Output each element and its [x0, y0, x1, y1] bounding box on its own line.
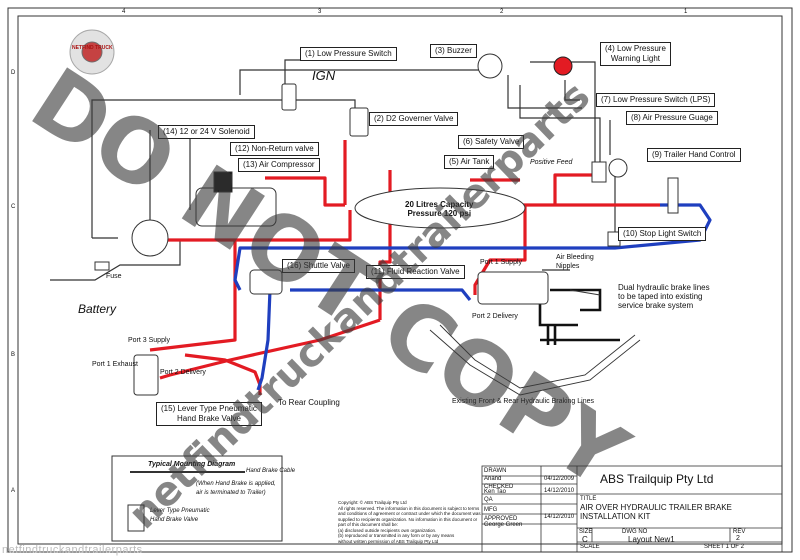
hydraulic-lines	[233, 203, 712, 391]
col-mark: 1	[684, 9, 688, 15]
label-safety-valve: (6) Safety Valve	[458, 135, 525, 149]
port2-delivery-text: Port 2 Delivery	[160, 369, 206, 376]
label-pressure-gauge: (8) Air Pressure Guage	[626, 111, 718, 125]
row-mark: C	[11, 204, 16, 210]
port2-delivery-top-text: Port 2 Delivery	[472, 313, 518, 320]
label-non-return-valve: (12) Non-Return valve	[230, 142, 319, 156]
inner-border	[17, 15, 783, 545]
port1-supply-text: Port 1 Supply	[480, 259, 523, 266]
label-lps: (7) Low Pressure Switch (LPS)	[596, 93, 716, 107]
row-mark: A	[11, 488, 16, 494]
existing-lines-text: Existing Front & Rear Hydraulic Braking …	[452, 398, 595, 405]
mounting-valve	[127, 504, 145, 532]
watermark-bottom: netfindtruckandtrailerparts	[2, 544, 143, 556]
pressure-gauge-dial	[608, 158, 628, 178]
logo-seal	[69, 29, 115, 75]
label-shuttle-valve: (16) Shuttle Valve	[282, 259, 355, 273]
approved-label: APPROVED	[484, 516, 518, 522]
approved-by: George Green	[484, 522, 523, 528]
drawn-by: Anand	[484, 476, 502, 482]
governer-valve-body	[349, 107, 369, 137]
sheet-number: SHEET 1 OF 2	[704, 544, 744, 550]
label-air-tank: (5) Air Tank	[444, 155, 495, 169]
buzzer-body	[477, 53, 503, 79]
dwg-label: DWG NO	[622, 529, 648, 535]
rev-label: REV	[733, 529, 746, 535]
approved-date: 14/12/2010	[544, 514, 575, 520]
copyright-text: Copyright: © ABS Trailquip Pty Ltd All r…	[338, 500, 481, 544]
fuse-body	[94, 261, 110, 271]
row-mark: D	[11, 70, 16, 76]
warning-light-lamp	[553, 56, 573, 76]
battery-text: Battery	[78, 302, 117, 316]
label-stop-light-switch: (10) Stop Light Switch	[618, 227, 707, 241]
label-low-pressure-switch: (1) Low Pressure Switch	[300, 47, 397, 61]
col-mark: 4	[122, 9, 126, 15]
label-hand-control: (9) Trailer Hand Control	[647, 148, 741, 162]
label-buzzer: (3) Buzzer	[430, 44, 477, 58]
label-solenoid: (14) 12 or 24 V Solenoid	[158, 125, 255, 139]
air-tank-body	[354, 187, 526, 229]
hand-brake-valve-body	[133, 354, 159, 396]
logo-text: NETFIND TRUCK	[72, 45, 113, 51]
size-value: C	[582, 535, 588, 544]
brake-lines	[538, 288, 620, 345]
drawing-title: AIR OVER HYDRAULIC TRAILER BRAKE INSTALL…	[580, 503, 732, 521]
lever-valve-text: Lever Type Pneumatic Hand Brake Valve	[150, 508, 210, 523]
ign-text: IGN	[312, 68, 336, 83]
low-pressure-switch-body	[281, 83, 297, 111]
checked-label: CHECKED	[484, 484, 514, 490]
air-bleeding-text: Air Bleeding Nipples	[556, 254, 594, 270]
size-label: SIZE	[579, 529, 593, 535]
col-mark: 2	[500, 9, 504, 15]
label-warning-light: (4) Low Pressure Warning Light	[600, 42, 671, 66]
fluid-reaction-valve-body	[477, 271, 549, 305]
port3-supply-text: Port 3 Supply	[128, 337, 171, 344]
tank-capacity-text: 20 Litres Capacity Pressure 120 psi	[405, 200, 474, 218]
port1-exhaust-text: Port 1 Exhaust	[92, 361, 138, 368]
company-name: ABS Trailquip Pty Ltd	[600, 472, 714, 486]
mfg-label: MFG	[484, 507, 498, 513]
rear-coupling-text: To Rear Coupling	[278, 398, 340, 407]
shuttle-valve-body	[249, 269, 283, 295]
existing-lines-outline	[429, 324, 641, 396]
components	[94, 53, 679, 542]
label-fluid-reaction-valve: (11) Fluid Reaction Valve	[366, 265, 465, 279]
hand-brake-cable-text: Hand Brake Cable	[246, 468, 296, 474]
compressor-head	[213, 171, 233, 193]
hand-control-body	[667, 177, 679, 214]
title-block-frame	[481, 465, 783, 553]
checked-date: 14/12/2010	[544, 488, 575, 494]
label-hand-brake-valve: (15) Lever Type Pneumatic Hand Brake Val…	[156, 402, 262, 426]
drawn-label: DRAWN	[484, 468, 507, 474]
qa-label: QA	[484, 497, 493, 503]
scale-label: SCALE	[580, 544, 600, 550]
col-mark: 3	[318, 9, 322, 15]
outer-border	[7, 7, 793, 553]
fuse-text: Fuse	[106, 273, 122, 280]
mounting-title-text: Typical Mounting Diagram	[148, 461, 236, 468]
label-air-compressor: (13) Air Compressor	[238, 158, 320, 172]
solenoid-body	[131, 219, 169, 257]
hand-brake-note-text: (When Hand Brake is applied, air is term…	[196, 481, 276, 496]
dual-lines-text: Dual hydraulic brake lines to be taped i…	[618, 283, 710, 310]
title-label: TITLE	[580, 496, 597, 502]
checked-by: Ken Tao	[484, 489, 506, 495]
positive-feed-text: Positive Feed	[530, 159, 573, 166]
rev-value: 2	[736, 535, 740, 542]
lps-body	[591, 161, 607, 183]
dwg-no: Layout New1	[628, 535, 675, 544]
compressor-body	[195, 187, 277, 227]
row-mark: B	[11, 352, 16, 358]
drawn-date: 04/12/2009	[544, 476, 575, 482]
label-governer-valve: (2) D2 Governer Valve	[369, 112, 459, 126]
